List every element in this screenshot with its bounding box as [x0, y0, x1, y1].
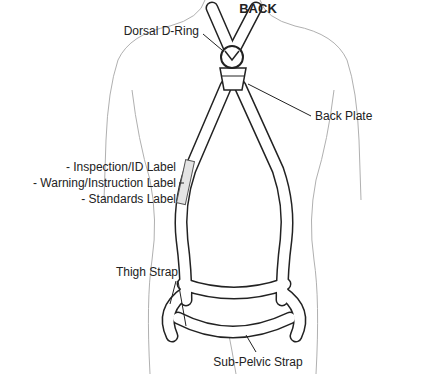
- part-label: - Warning/Instruction Label: [32, 176, 177, 190]
- label-pouch: [177, 160, 195, 205]
- view-title: BACK: [238, 2, 278, 16]
- leader-lines: [170, 34, 311, 352]
- part-label: Back Plate: [314, 109, 373, 123]
- part-label: Thigh Strap: [115, 265, 179, 279]
- part-label: - Standards Label: [80, 192, 177, 206]
- dorsal-d-ring: [221, 46, 243, 68]
- part-label: Dorsal D-Ring: [123, 24, 200, 38]
- harness-straps: [168, 8, 300, 336]
- back-plate: [220, 68, 246, 90]
- part-label: - Inspection/ID Label: [65, 160, 177, 174]
- part-label: Sub-Pelvic Strap: [212, 355, 303, 369]
